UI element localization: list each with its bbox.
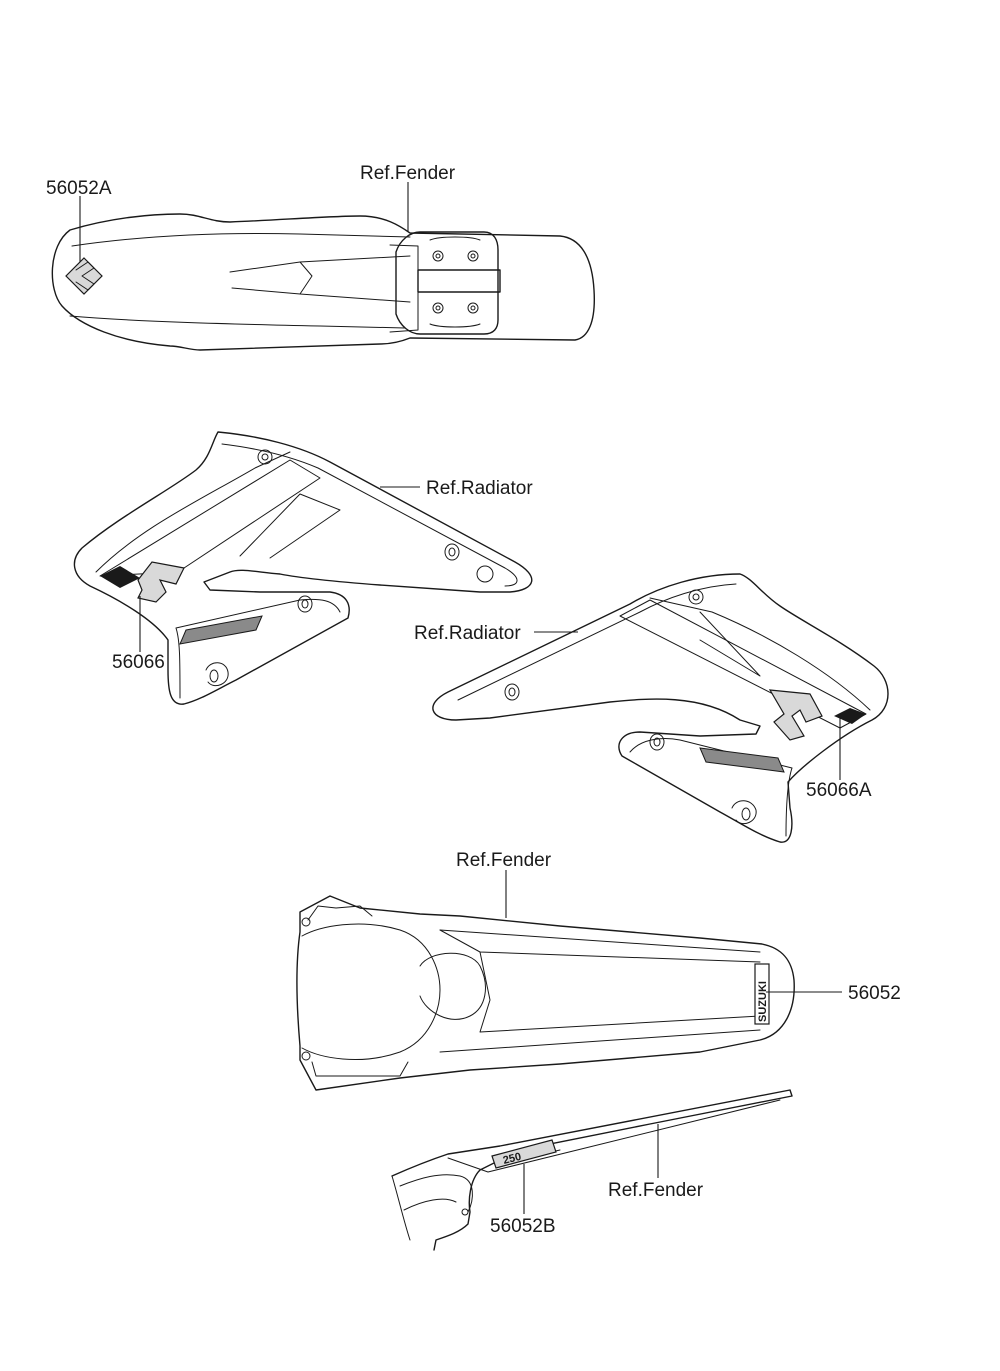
label-56052B: 56052B — [490, 1216, 556, 1237]
leader-lines — [79, 182, 842, 1214]
label-ref-fender-front: Ref.Fender — [360, 163, 456, 184]
suzuki-text-decal-rear: SUZUKI — [754, 963, 770, 1025]
label-56066: 56066 — [112, 652, 165, 673]
rear-fender — [296, 895, 795, 1091]
label-ref-fender-side: Ref.Fender — [608, 1180, 704, 1201]
suzuki-logo-decal-right — [699, 689, 823, 773]
suzuki-logo-decal-left — [137, 561, 263, 645]
label-56052: 56052 — [848, 983, 901, 1004]
side-number-decal: 250 — [491, 1139, 557, 1169]
rear-side-panel — [391, 1089, 793, 1251]
callout-labels: 56052A Ref.Fender Ref.Radiator 56066 Ref… — [46, 163, 901, 1237]
label-56066A: 56066A — [806, 780, 872, 801]
label-56052A: 56052A — [46, 178, 112, 199]
label-ref-fender-rear: Ref.Fender — [456, 850, 552, 871]
right-radiator-shroud — [432, 573, 889, 843]
suzuki-decal-text: SUZUKI — [757, 981, 769, 1022]
front-fender — [51, 213, 595, 351]
side-number-text: 250 — [502, 1151, 523, 1167]
label-ref-radiator-right: Ref.Radiator — [414, 623, 521, 644]
label-ref-radiator-left: Ref.Radiator — [426, 478, 533, 499]
left-radiator-shroud — [73, 431, 533, 705]
suzuki-logo-decal-front — [65, 257, 103, 295]
